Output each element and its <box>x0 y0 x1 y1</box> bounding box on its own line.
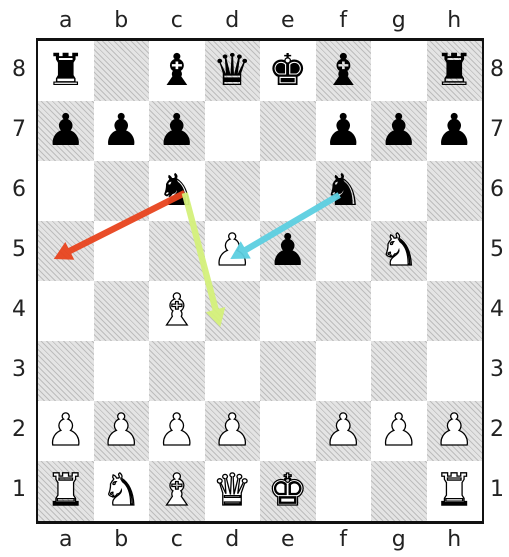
rank-label-left-1: 1 <box>4 479 34 501</box>
black-pawn-icon[interactable]: ♟ <box>427 101 483 161</box>
black-pawn-icon[interactable]: ♟ <box>94 101 150 161</box>
white-queen-icon[interactable]: ♛ <box>205 461 261 521</box>
rank-label-right-2: 2 <box>482 419 509 441</box>
rank-label-right-4: 4 <box>482 299 509 321</box>
square-b6[interactable] <box>94 161 150 221</box>
black-bishop-icon[interactable]: ♝ <box>316 41 372 101</box>
square-b8[interactable] <box>94 41 150 101</box>
white-rook-icon[interactable]: ♜ <box>427 461 483 521</box>
square-a4[interactable] <box>38 281 94 341</box>
black-pawn-icon[interactable]: ♟ <box>260 221 316 281</box>
rank-label-right-6: 6 <box>482 179 509 201</box>
white-bishop-icon[interactable]: ♝ <box>149 281 205 341</box>
rank-label-left-2: 2 <box>4 419 34 441</box>
square-d7[interactable] <box>205 101 261 161</box>
white-pawn-icon[interactable]: ♟ <box>205 221 261 281</box>
black-pawn-icon[interactable]: ♟ <box>371 101 427 161</box>
rank-label-right-5: 5 <box>482 239 509 261</box>
file-label-bottom-h: h <box>420 529 488 551</box>
white-knight-icon[interactable]: ♞ <box>371 221 427 281</box>
black-knight-icon[interactable]: ♞ <box>149 161 205 221</box>
square-e2[interactable] <box>260 401 316 461</box>
square-e6[interactable] <box>260 161 316 221</box>
square-e7[interactable] <box>260 101 316 161</box>
square-b4[interactable] <box>94 281 150 341</box>
rank-label-left-7: 7 <box>4 119 34 141</box>
square-g1[interactable] <box>371 461 427 521</box>
rank-label-right-8: 8 <box>482 59 509 81</box>
square-f1[interactable] <box>316 461 372 521</box>
square-a5[interactable] <box>38 221 94 281</box>
rank-label-left-5: 5 <box>4 239 34 261</box>
rank-label-left-6: 6 <box>4 179 34 201</box>
square-d4[interactable] <box>205 281 261 341</box>
square-e4[interactable] <box>260 281 316 341</box>
square-g4[interactable] <box>371 281 427 341</box>
black-rook-icon[interactable]: ♜ <box>38 41 94 101</box>
square-b5[interactable] <box>94 221 150 281</box>
white-pawn-icon[interactable]: ♟ <box>149 401 205 461</box>
black-king-icon[interactable]: ♚ <box>260 41 316 101</box>
square-a6[interactable] <box>38 161 94 221</box>
square-h4[interactable] <box>427 281 483 341</box>
white-king-icon[interactable]: ♚ <box>260 461 316 521</box>
square-g6[interactable] <box>371 161 427 221</box>
white-rook-icon[interactable]: ♜ <box>38 461 94 521</box>
rank-label-left-3: 3 <box>4 359 34 381</box>
square-f3[interactable] <box>316 341 372 401</box>
black-pawn-icon[interactable]: ♟ <box>149 101 205 161</box>
square-g8[interactable] <box>371 41 427 101</box>
rank-label-right-3: 3 <box>482 359 509 381</box>
black-knight-icon[interactable]: ♞ <box>316 161 372 221</box>
square-d6[interactable] <box>205 161 261 221</box>
white-pawn-icon[interactable]: ♟ <box>205 401 261 461</box>
square-f5[interactable] <box>316 221 372 281</box>
white-pawn-icon[interactable]: ♟ <box>38 401 94 461</box>
square-g3[interactable] <box>371 341 427 401</box>
black-pawn-icon[interactable]: ♟ <box>38 101 94 161</box>
rank-label-left-8: 8 <box>4 59 34 81</box>
file-label-top-h: h <box>420 10 488 32</box>
white-pawn-icon[interactable]: ♟ <box>427 401 483 461</box>
square-h5[interactable] <box>427 221 483 281</box>
black-queen-icon[interactable]: ♛ <box>205 41 261 101</box>
square-a3[interactable] <box>38 341 94 401</box>
square-e3[interactable] <box>260 341 316 401</box>
square-f4[interactable] <box>316 281 372 341</box>
white-knight-icon[interactable]: ♞ <box>94 461 150 521</box>
square-c3[interactable] <box>149 341 205 401</box>
black-rook-icon[interactable]: ♜ <box>427 41 483 101</box>
square-c5[interactable] <box>149 221 205 281</box>
black-pawn-icon[interactable]: ♟ <box>316 101 372 161</box>
square-h6[interactable] <box>427 161 483 221</box>
white-bishop-icon[interactable]: ♝ <box>149 461 205 521</box>
white-pawn-icon[interactable]: ♟ <box>316 401 372 461</box>
rank-label-right-7: 7 <box>482 119 509 141</box>
square-h3[interactable] <box>427 341 483 401</box>
black-bishop-icon[interactable]: ♝ <box>149 41 205 101</box>
white-pawn-icon[interactable]: ♟ <box>371 401 427 461</box>
chess-board: ♜♝♛♚♝♜♟♟♟♟♟♟♞♞♟♟♞♝♟♟♟♟♟♟♟♜♞♝♛♚♜ <box>38 41 482 521</box>
white-pawn-icon[interactable]: ♟ <box>94 401 150 461</box>
rank-label-right-1: 1 <box>482 479 509 501</box>
square-b3[interactable] <box>94 341 150 401</box>
rank-label-left-4: 4 <box>4 299 34 321</box>
square-d3[interactable] <box>205 341 261 401</box>
